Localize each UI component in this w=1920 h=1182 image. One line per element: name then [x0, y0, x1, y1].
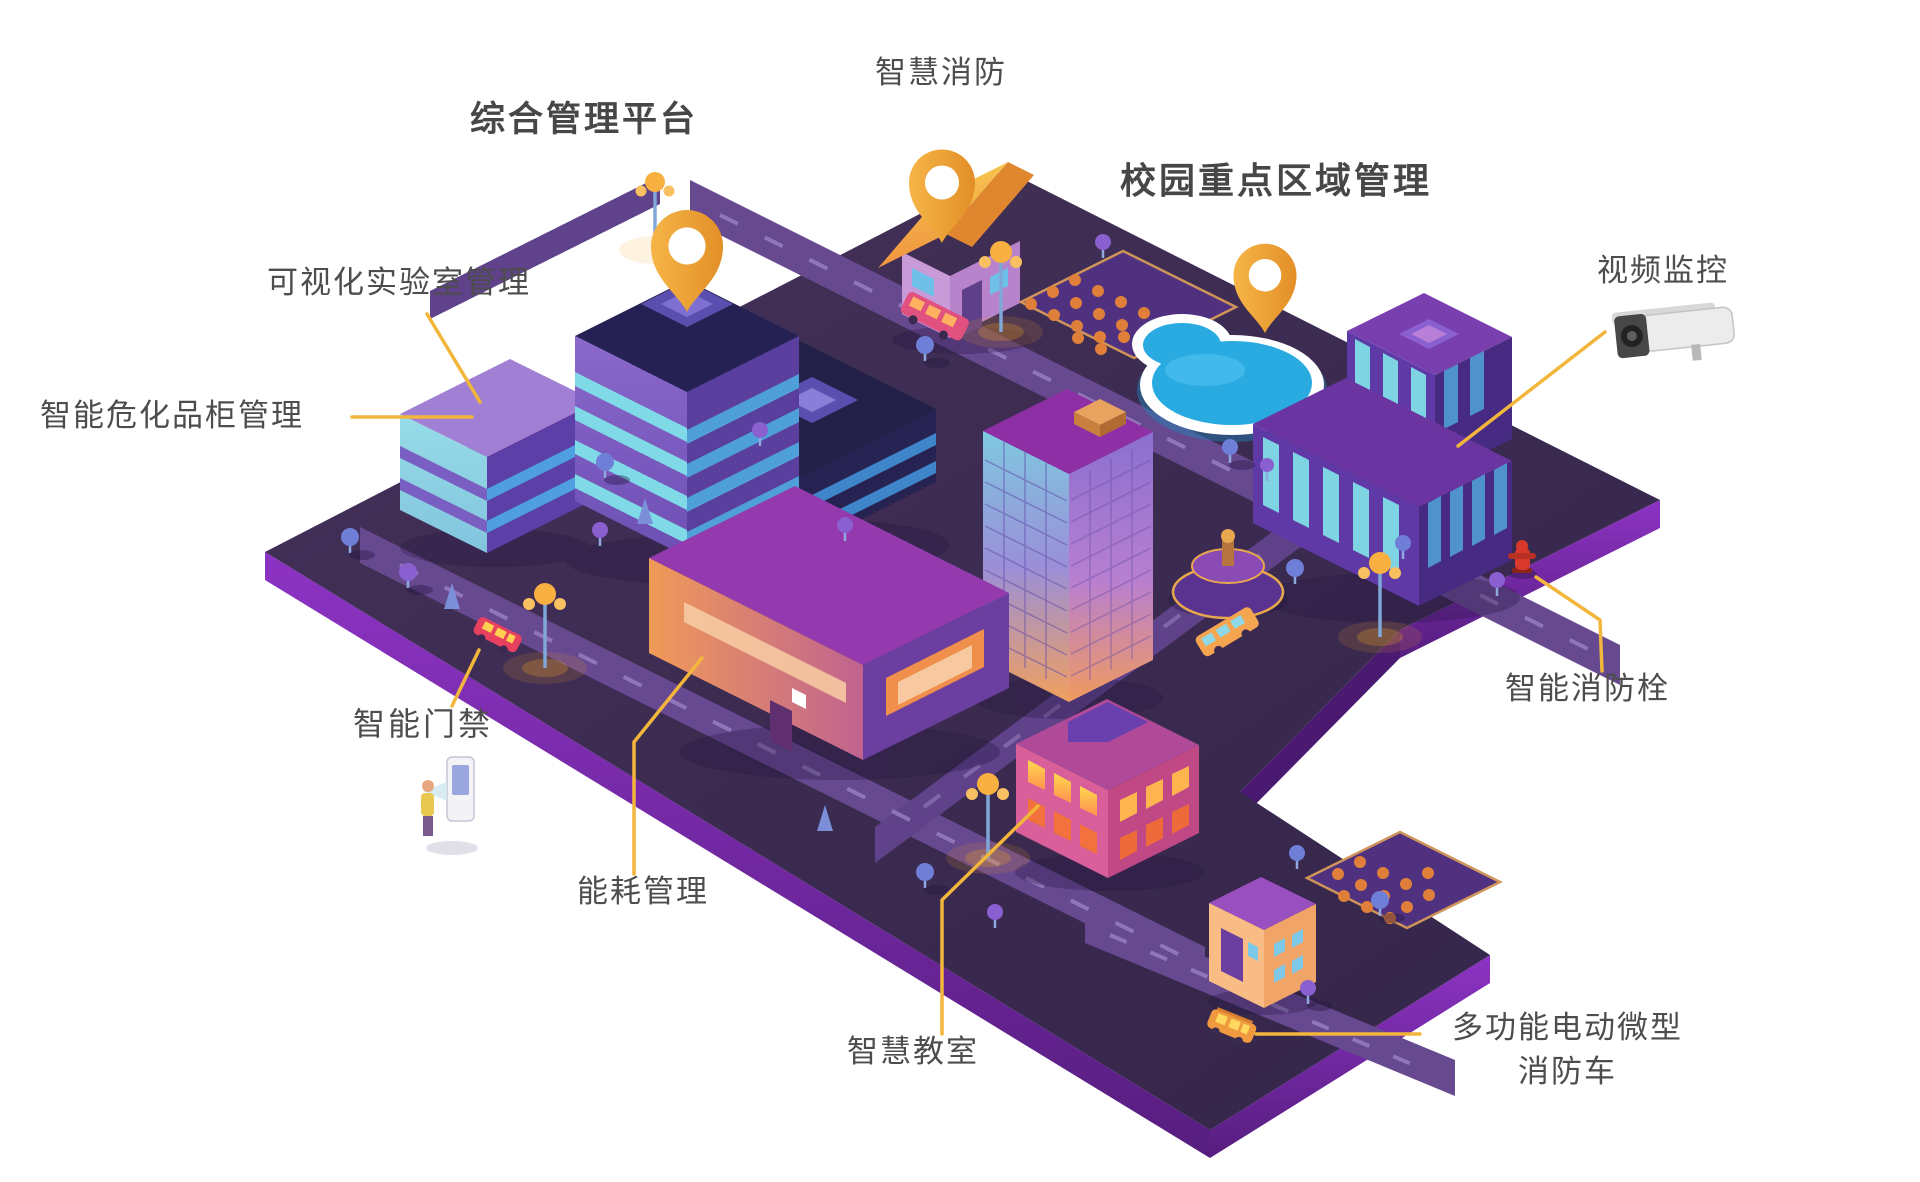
label-smart-classroom: 智慧教室 — [847, 1034, 979, 1069]
label-fire-truck-line1: 多功能电动微型 — [1452, 1010, 1683, 1045]
label-smart-hydrant: 智能消防栓 — [1505, 671, 1670, 706]
street-lamp-icon — [959, 241, 1043, 348]
street-lamp-icon — [946, 773, 1030, 874]
pond — [1132, 314, 1327, 442]
trees — [341, 234, 1505, 1011]
map-pin-icon — [1233, 243, 1297, 333]
map-pin-icon — [909, 149, 975, 243]
bus-orange — [1195, 607, 1259, 657]
map-pin-icon — [651, 210, 723, 312]
label-energy: 能耗管理 — [577, 874, 709, 909]
street-lamp-icon — [1338, 552, 1422, 653]
platform-side — [265, 500, 1660, 1158]
leader-lines — [350, 312, 1607, 1036]
building-hq — [575, 280, 799, 557]
label-smart-access: 智能门禁 — [353, 706, 494, 742]
leader-video-monitor — [1456, 330, 1607, 448]
building-energy — [649, 486, 1009, 760]
building-lab — [400, 359, 597, 553]
label-management-platform: 综合管理平台 — [470, 100, 699, 139]
street-lamps — [503, 172, 1422, 874]
leader-energy — [632, 656, 704, 876]
car-red — [473, 617, 522, 654]
label-hazmat-cabinet: 智能危化品柜管理 — [40, 398, 304, 433]
fountain — [1168, 529, 1288, 620]
leader-smart-classroom — [940, 804, 1040, 1036]
building-classroom — [1016, 699, 1199, 878]
leader-smart-hydrant — [1534, 575, 1604, 673]
leader-visual-lab — [425, 312, 482, 404]
label-video-monitor: 视频监控 — [1597, 253, 1729, 288]
fire-hydrant-icon — [1508, 540, 1537, 579]
label-campus-key-area: 校园重点区域管理 — [1120, 160, 1433, 201]
building-dorm — [1209, 877, 1316, 1008]
cctv-camera-icon — [1611, 302, 1735, 361]
building-tower — [983, 389, 1153, 702]
label-visual-lab: 可视化实验室管理 — [267, 265, 531, 300]
label-smart-fire: 智慧消防 — [875, 55, 1007, 90]
bus-pink — [900, 292, 969, 341]
access-gate-icon — [421, 756, 478, 855]
label-fire-truck: 多功能电动微型 消防车 — [1395, 1006, 1740, 1094]
mini-fire-truck — [1207, 1007, 1257, 1045]
vehicles — [473, 292, 1259, 1045]
leader-smart-access — [450, 648, 481, 708]
street-lamp-icon — [503, 583, 587, 684]
label-fire-truck-line2: 消防车 — [1518, 1054, 1617, 1089]
